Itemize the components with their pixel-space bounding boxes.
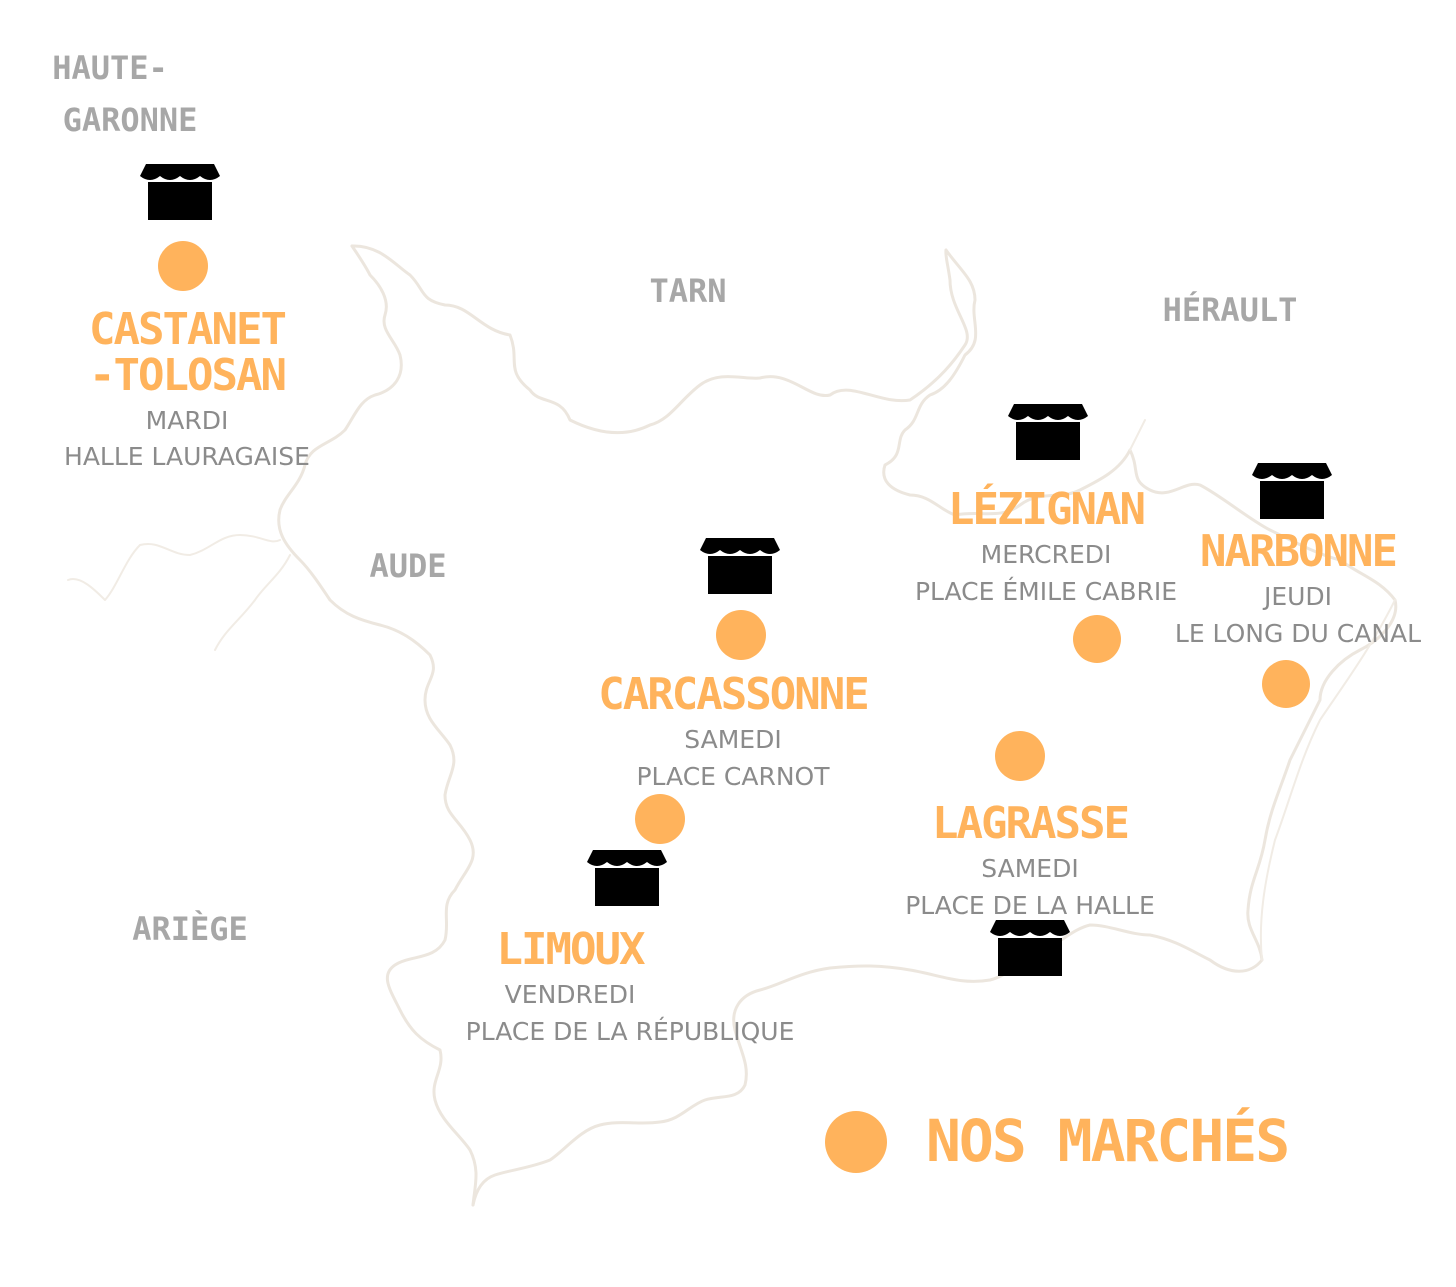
coast-line bbox=[1259, 599, 1396, 961]
market-place: PLACE CARNOT bbox=[636, 762, 830, 791]
market-dot-narbonne bbox=[1262, 660, 1310, 708]
market-place: PLACE DE LA RÉPUBLIQUE bbox=[465, 1017, 795, 1046]
market-dot-lagrasse bbox=[995, 731, 1045, 781]
market-dot-carcassonne bbox=[716, 610, 766, 660]
city-name: CASTANET bbox=[89, 304, 287, 355]
market-day: SAMEDI bbox=[981, 854, 1079, 883]
market-lagrasse: LAGRASSE SAMEDI PLACE DE LA HALLE bbox=[880, 798, 1180, 920]
market-place: LE LONG DU CANAL bbox=[1174, 619, 1422, 648]
department-borders bbox=[67, 244, 1398, 1207]
market-castanet-tolosan: CASTANET -TOLOSAN MARDI HALLE LAURAGAISE bbox=[37, 304, 337, 471]
market-place: HALLE LAURAGAISE bbox=[64, 442, 310, 471]
legend-label: NOS MARCHÉS bbox=[926, 1107, 1290, 1175]
market-stall-icon bbox=[140, 164, 220, 221]
market-narbonne: NARBONNE JEUDI LE LONG DU CANAL bbox=[1160, 526, 1436, 648]
city-name: -TOLOSAN bbox=[89, 350, 287, 401]
ariege-border bbox=[214, 554, 291, 651]
market-dot-limoux bbox=[635, 794, 685, 844]
city-name: LIMOUX bbox=[496, 924, 646, 975]
market-day: SAMEDI bbox=[684, 725, 782, 754]
region-label-ariege: ARIÈGE bbox=[132, 910, 248, 948]
city-name: NARBONNE bbox=[1200, 526, 1398, 577]
city-name: LAGRASSE bbox=[932, 798, 1130, 849]
city-name: CARCASSONNE bbox=[598, 669, 869, 720]
market-day: JEUDI bbox=[1263, 582, 1333, 611]
market-dot-lezignan bbox=[1073, 615, 1121, 663]
market-stall-icon bbox=[587, 850, 667, 907]
city-name: LÉZIGNAN bbox=[948, 484, 1146, 535]
market-stall-icon bbox=[700, 538, 780, 595]
region-label-herault: HÉRAULT bbox=[1162, 291, 1298, 329]
market-lezignan: LÉZIGNAN MERCREDI PLACE ÉMILE CABRIE bbox=[896, 484, 1196, 606]
market-day: MERCREDI bbox=[980, 540, 1112, 569]
market-markers bbox=[158, 241, 1310, 1173]
aude-border bbox=[350, 244, 1398, 1207]
region-label-line: HAUTE- bbox=[52, 49, 168, 87]
region-label-line: GARONNE bbox=[62, 101, 198, 139]
legend-dot bbox=[825, 1111, 887, 1173]
market-limoux: LIMOUX VENDREDI PLACE DE LA RÉPUBLIQUE bbox=[440, 924, 820, 1046]
market-carcassonne: CARCASSONNE SAMEDI PLACE CARNOT bbox=[568, 669, 898, 791]
region-label-tarn: TARN bbox=[649, 272, 727, 310]
market-stall-icon bbox=[1008, 404, 1088, 461]
market-stall-icon bbox=[1252, 463, 1332, 520]
west-border bbox=[67, 534, 281, 601]
region-label-aude: AUDE bbox=[369, 547, 447, 585]
market-stall-icon bbox=[990, 920, 1070, 977]
market-place: PLACE DE LA HALLE bbox=[905, 891, 1155, 920]
market-day: MARDI bbox=[145, 406, 229, 435]
region-label-haute-garonne: HAUTE- GARONNE bbox=[40, 52, 220, 136]
herault-coast bbox=[1129, 419, 1146, 451]
market-day: VENDREDI bbox=[504, 980, 636, 1009]
market-dot-castanet bbox=[158, 241, 208, 291]
aude-west-border bbox=[277, 244, 478, 1207]
market-place: PLACE ÉMILE CABRIE bbox=[914, 577, 1178, 606]
